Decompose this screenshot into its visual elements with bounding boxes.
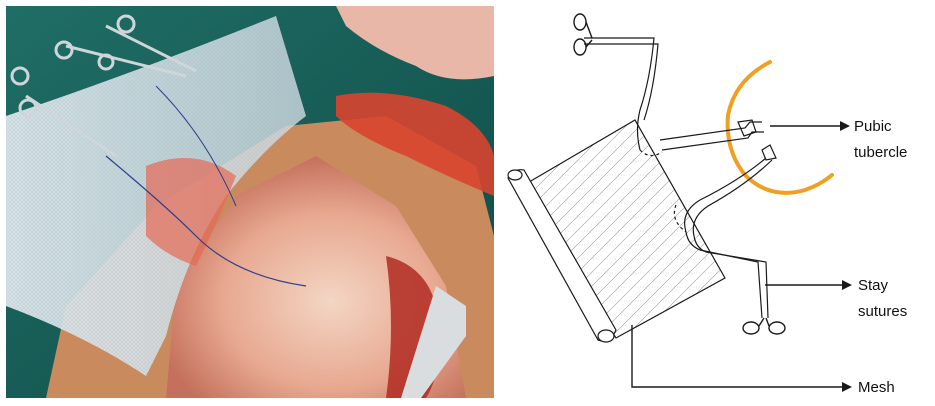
photo-illustration <box>6 6 494 398</box>
arrowheads <box>840 121 852 392</box>
intraoperative-photo <box>6 6 494 398</box>
label-pubic-tubercle-2: tubercle <box>854 144 907 161</box>
label-pubic-tubercle-1: Pubic <box>854 118 892 135</box>
mesh-drawing <box>508 120 725 342</box>
label-stay-sutures-2: sutures <box>858 303 907 320</box>
label-mesh: Mesh <box>858 379 895 396</box>
mesh-placement-diagram: Pubic tubercle Stay sutures Mesh <box>500 0 935 401</box>
clamp-top-icon <box>574 14 592 55</box>
mesh-roll-end-top <box>508 170 522 180</box>
clamp-bottom-icon <box>743 318 785 334</box>
label-stay-sutures-1: Stay <box>858 277 889 294</box>
mesh-roll-end-bottom <box>598 330 614 342</box>
arrow-mesh <box>632 325 842 387</box>
diagram-svg: Pubic tubercle Stay sutures Mesh <box>500 0 935 401</box>
pubic-bone-arc <box>728 62 832 193</box>
